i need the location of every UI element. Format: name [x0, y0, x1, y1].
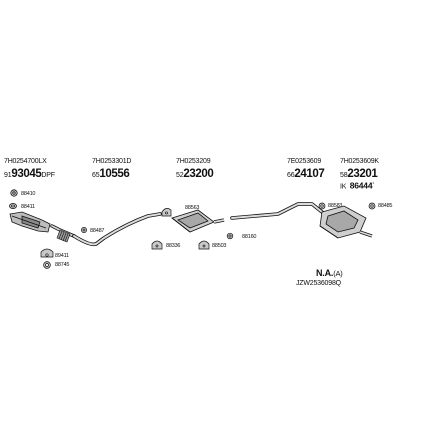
col-ref-2: 6510556: [92, 168, 130, 182]
col-prefix-2: 65: [92, 172, 100, 179]
part-label-88487: 88487: [90, 228, 105, 234]
na-note: N.A.(A): [316, 268, 343, 278]
clamp-88487: [81, 227, 87, 233]
part-label-88563: 88563: [185, 205, 200, 211]
part-label-88336: 88336: [166, 243, 181, 249]
extra-prefix: IK: [340, 183, 347, 191]
front-pipe: [50, 212, 162, 247]
part-label-88411: 88411: [21, 204, 35, 210]
col-header-1: 7H0254700LX: [4, 158, 47, 165]
col-ref-3: 5223200: [176, 168, 214, 182]
extra-number: 86444: [349, 180, 373, 191]
col-number-1: 93045: [11, 168, 42, 180]
col-prefix-1: 91: [4, 172, 12, 179]
na-paren: (A): [333, 269, 343, 278]
extra-ref-line: IK 86444¹: [340, 178, 374, 193]
col-prefix-4: 66: [287, 172, 295, 179]
extra-mark: ¹: [372, 181, 374, 187]
clamp-88410: [10, 189, 18, 197]
gasket-88745: [43, 261, 51, 269]
part-label-88160: 88160: [242, 234, 257, 240]
col-ref-4: 6624107: [287, 168, 325, 182]
col-number-3: 23200: [183, 168, 214, 180]
col-ref-5: 5823201: [340, 168, 378, 182]
col-number-2: 10556: [99, 168, 130, 180]
clamp-88160: [226, 232, 234, 240]
catalytic-converter: [9, 211, 51, 233]
reference-code: JZW2536098Q: [296, 280, 341, 287]
col-header-3: 7H0253209: [176, 158, 211, 165]
hanger-88563: [161, 208, 172, 217]
col-number-5: 23201: [347, 168, 378, 180]
middle-silencer: [171, 209, 225, 233]
col-header-4: 7E0253609: [287, 158, 322, 165]
rear-silencer: [319, 205, 373, 239]
part-label-88485: 88485: [378, 203, 393, 209]
part-label-88745: 88745: [55, 262, 70, 268]
part-label-89411: 89411: [55, 253, 69, 259]
hanger-88503: [198, 240, 210, 250]
col-prefix-3: 52: [176, 172, 184, 179]
part-label-88410: 88410: [21, 191, 36, 197]
hanger-88485: [368, 202, 376, 210]
rear-pipe: [230, 202, 324, 220]
part-label-88583: 88583: [328, 203, 343, 209]
col-prefix-5: 58: [340, 172, 348, 179]
col-ref-1: 9193045DPF: [4, 168, 55, 182]
clamp-89411: [40, 248, 54, 258]
col-header-2: 7H0253301D: [92, 158, 132, 165]
col-header-5: 7H0253609K: [340, 158, 379, 165]
col-number-4: 24107: [294, 168, 325, 180]
hanger-88583: [318, 202, 326, 210]
part-label-88503: 88503: [212, 243, 227, 249]
clamp-88336: [151, 240, 163, 250]
col-suffix-1: DPF: [41, 172, 55, 179]
na-main: N.A.: [316, 268, 334, 278]
gasket-88411: [9, 202, 17, 209]
